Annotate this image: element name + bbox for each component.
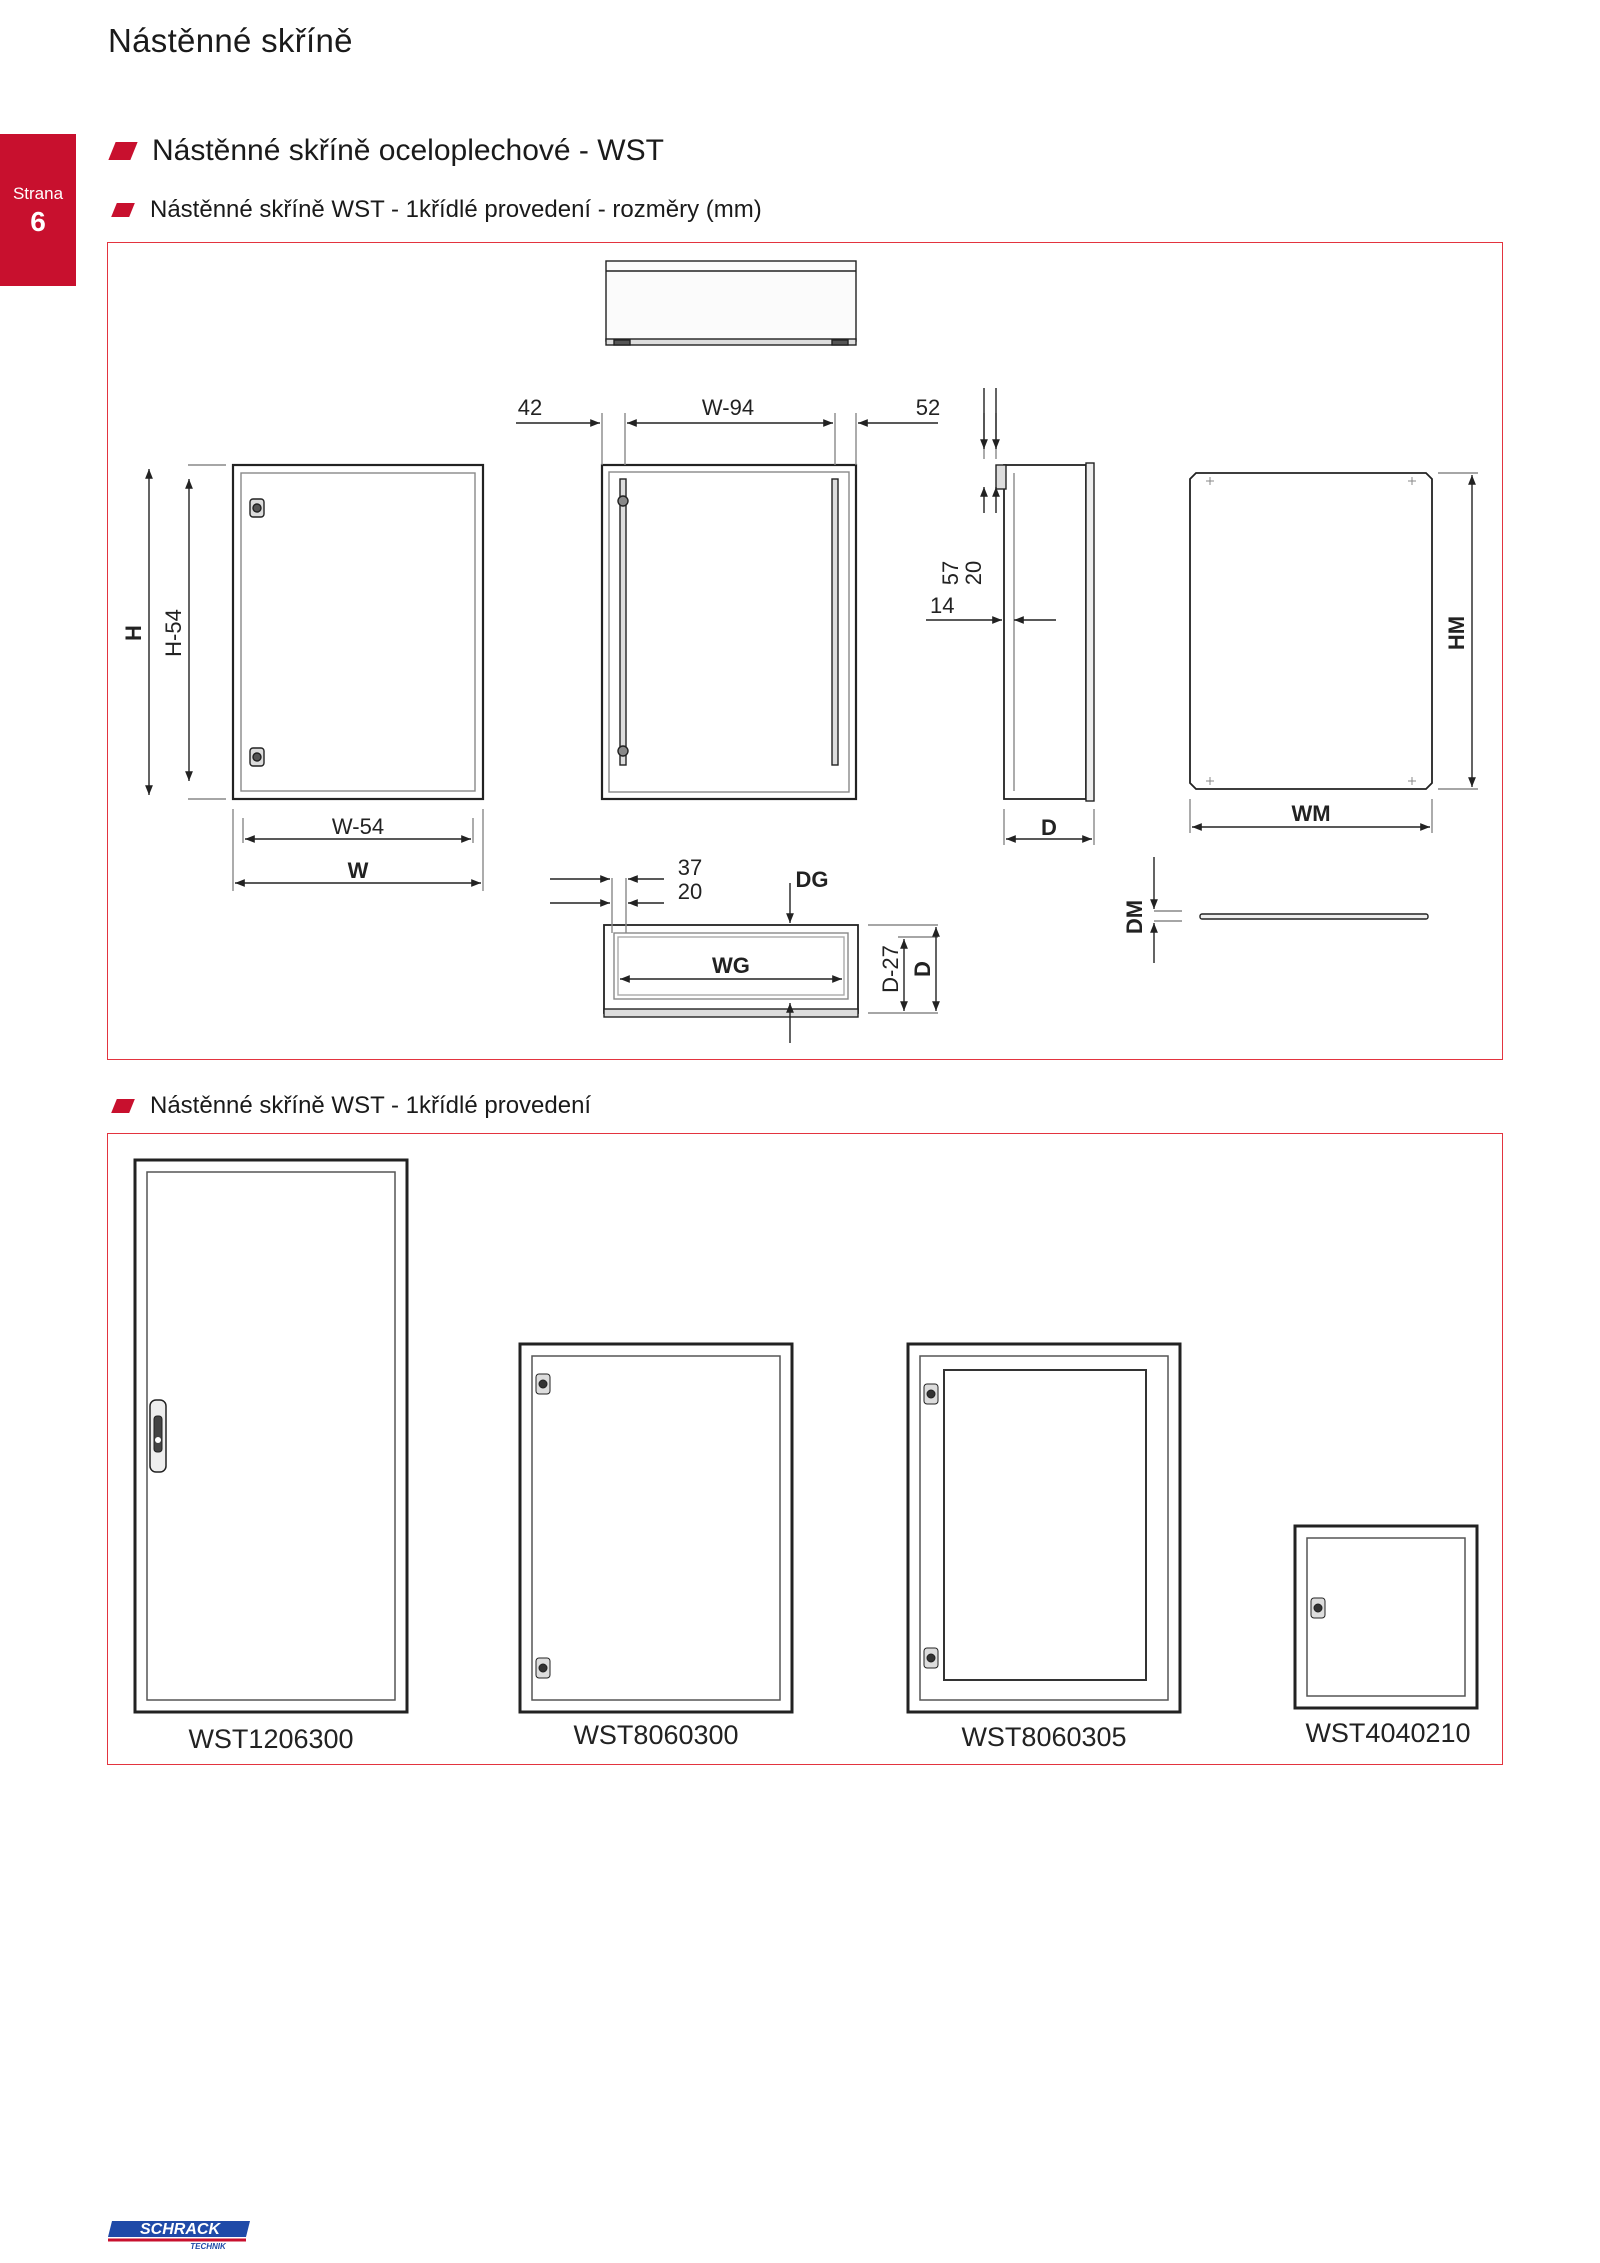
page-number-tab: Strana 6 xyxy=(0,134,76,286)
dim-h: H xyxy=(121,625,146,641)
dimension-drawing: 42 W-94 52 57 20 14 H H-54 W-54 W D HM W… xyxy=(121,260,1478,1043)
dim-wg: WG xyxy=(712,953,750,978)
model-code-wst1206300: WST1206300 xyxy=(188,1724,353,1754)
cabinet-wst4040210 xyxy=(1293,1524,1479,1710)
models-heading-text: Nástěnné skříně WST - 1křídlé provedení xyxy=(150,1092,592,1119)
models-heading: Nástěnné skříně WST - 1křídlé provedení xyxy=(111,1092,592,1120)
dimension-drawing-frame: 42 W-94 52 57 20 14 H H-54 W-54 W D HM W… xyxy=(107,242,1503,1060)
dimensions-heading-text: Nástěnné skříně WST - 1křídlé provedení … xyxy=(150,196,762,223)
interior-view xyxy=(516,413,938,801)
front-view xyxy=(145,463,485,891)
models-frame: WST1206300 WST8060300 WST8060305 WST4040… xyxy=(107,1133,1503,1765)
section-heading-text: Nástěnné skříně oceloplechové - WST xyxy=(152,134,664,167)
model-code-wst8060300: WST8060300 xyxy=(573,1720,738,1750)
model-code-wst8060305: WST8060305 xyxy=(961,1722,1126,1752)
dim-dg: DG xyxy=(796,867,829,892)
red-bullet-icon xyxy=(108,142,138,160)
dim-hm: HM xyxy=(1444,616,1469,650)
dim-52: 52 xyxy=(916,395,940,420)
dim-w-94: W-94 xyxy=(702,395,754,420)
dim-d-bottom: D xyxy=(910,961,935,977)
mounting-plate-view xyxy=(1150,472,1478,963)
dim-37: 37 xyxy=(678,855,702,880)
logo-brand-sub: TECHNIK xyxy=(190,2242,227,2251)
dim-h-54: H-54 xyxy=(161,609,186,657)
page-title: Nástěnné skříně xyxy=(108,22,353,59)
dim-20-side: 20 xyxy=(961,561,986,585)
dimensions-heading: Nástěnné skříně WST - 1křídlé provedení … xyxy=(111,196,762,224)
dim-w-54: W-54 xyxy=(332,814,384,839)
side-view xyxy=(926,388,1095,845)
dim-42: 42 xyxy=(518,395,542,420)
red-bullet-icon xyxy=(111,1099,135,1113)
cabinet-wst8060300 xyxy=(518,1342,794,1714)
page-number: 6 xyxy=(30,206,46,237)
dim-w: W xyxy=(348,858,369,883)
bottom-view xyxy=(550,875,940,1043)
dim-dm: DM xyxy=(1122,900,1147,934)
dim-d-27: D-27 xyxy=(878,945,903,993)
dim-wm: WM xyxy=(1291,801,1330,826)
model-code-wst4040210: WST4040210 xyxy=(1305,1718,1470,1748)
dim-14: 14 xyxy=(930,593,954,618)
page-label: Strana xyxy=(12,184,64,203)
top-view xyxy=(605,260,857,346)
section-heading: Nástěnné skříně oceloplechové - WST xyxy=(108,134,664,168)
models-drawing: WST1206300 WST8060300 WST8060305 WST4040… xyxy=(133,1158,1479,1754)
logo-brand: SCHRACK xyxy=(140,2221,221,2238)
red-bullet-icon xyxy=(111,203,135,217)
dim-20-bottom: 20 xyxy=(678,879,702,904)
cabinet-wst8060305 xyxy=(906,1342,1182,1714)
dim-d: D xyxy=(1041,815,1057,840)
schrack-logo-icon: SCHRACK TECHNIK xyxy=(108,2221,250,2251)
dim-57: 57 xyxy=(938,561,963,585)
schrack-logo: SCHRACK TECHNIK xyxy=(106,2211,256,2256)
cabinet-wst1206300 xyxy=(133,1158,409,1714)
